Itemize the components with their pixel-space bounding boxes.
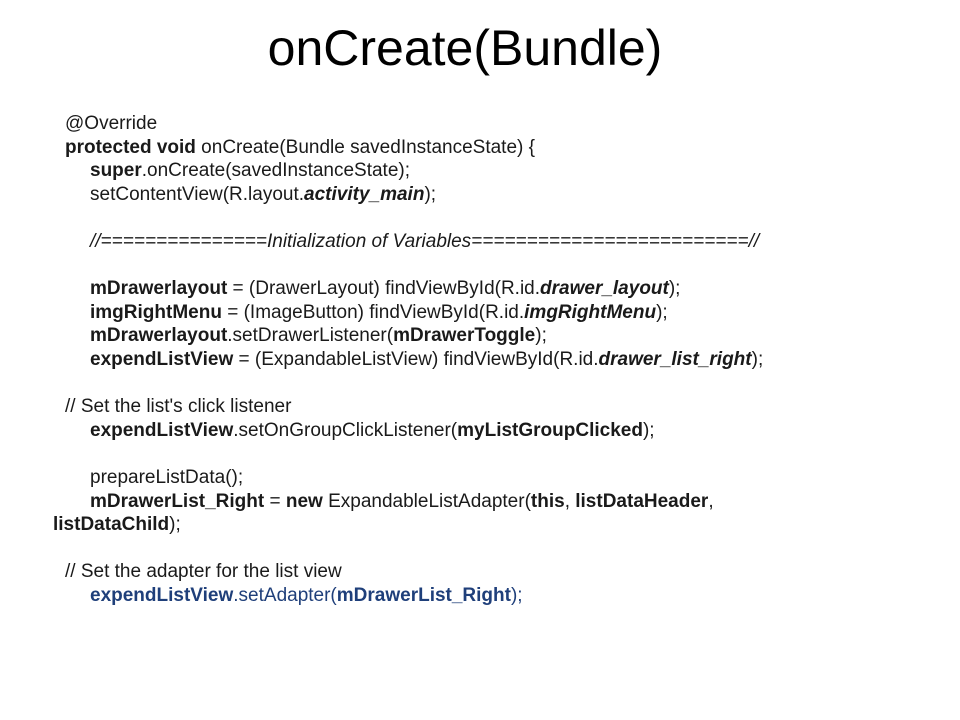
code-text: = (DrawerLayout) findViewById(R.id. xyxy=(227,278,541,300)
code-text: .setDrawerListener( xyxy=(227,325,394,347)
variable: listDataHeader xyxy=(575,490,709,512)
comment: // Set the adapter for the list view xyxy=(65,561,342,583)
variable: mDrawerList_Right xyxy=(336,584,511,606)
code-text: = xyxy=(264,490,286,512)
code-text: .setOnGroupClickListener( xyxy=(233,419,458,441)
keyword: new xyxy=(285,490,323,512)
code-text: , xyxy=(564,490,576,512)
code-line: imgRightMenu = (ImageButton) findViewByI… xyxy=(65,301,945,325)
variable: listDataChild xyxy=(53,514,170,536)
variable: expendListView xyxy=(90,348,234,370)
code-line: mDrawerList_Right = new ExpandableListAd… xyxy=(65,490,945,514)
code-text: ); xyxy=(535,325,547,347)
code-text: = (ExpandableListView) findViewById(R.id… xyxy=(233,348,599,370)
variable: imgRightMenu xyxy=(90,301,222,323)
code-text: , xyxy=(708,490,714,512)
variable: myListGroupClicked xyxy=(457,419,643,441)
variable: mDrawerToggle xyxy=(393,325,536,347)
keyword: protected void xyxy=(65,136,196,158)
variable: expendListView xyxy=(90,584,234,606)
code-text: ); xyxy=(656,301,668,323)
blank-line xyxy=(65,206,945,230)
comment: // Set the list's click listener xyxy=(65,396,292,418)
code-line: setContentView(R.layout.activity_main); xyxy=(65,183,945,207)
variable: mDrawerlayout xyxy=(90,278,228,300)
code-text: ); xyxy=(510,584,523,606)
code-text: = (ImageButton) findViewById(R.id. xyxy=(221,301,525,323)
code-text: setContentView(R.layout. xyxy=(90,183,305,205)
comment: //===============Initialization of Varia… xyxy=(90,230,760,252)
code-text: prepareListData(); xyxy=(90,466,244,488)
resource-id: activity_main xyxy=(304,183,425,205)
code-text: ); xyxy=(169,514,181,536)
code-text: ); xyxy=(424,183,437,205)
code-block: @Override protected void onCreate(Bundle… xyxy=(53,112,945,608)
variable: mDrawerlayout xyxy=(90,325,228,347)
code-line: listDataChild); xyxy=(53,513,945,537)
code-text: .onCreate(savedInstanceState); xyxy=(141,160,411,182)
code-text: ); xyxy=(751,348,764,370)
code-line: mDrawerlayout = (DrawerLayout) findViewB… xyxy=(65,277,945,301)
blank-line xyxy=(65,537,945,561)
code-line: protected void onCreate(Bundle savedInst… xyxy=(65,136,945,160)
code-text: onCreate(Bundle savedInstanceState) { xyxy=(195,136,535,158)
code-text: ); xyxy=(668,278,681,300)
code-line: expendListView.setAdapter(mDrawerList_Ri… xyxy=(65,584,945,608)
resource-id: drawer_layout xyxy=(540,278,669,300)
code-text: ExpandableListAdapter( xyxy=(322,490,531,512)
resource-id: imgRightMenu xyxy=(524,301,657,323)
code-line: //===============Initialization of Varia… xyxy=(65,230,945,254)
code-text: .setAdapter( xyxy=(233,584,337,606)
slide-title: onCreate(Bundle) xyxy=(267,20,663,76)
code-line: expendListView = (ExpandableListView) fi… xyxy=(65,348,945,372)
code-line: @Override xyxy=(65,112,945,136)
variable: mDrawerList_Right xyxy=(90,490,265,512)
code-line: super.onCreate(savedInstanceState); xyxy=(65,159,945,183)
code-line: // Set the adapter for the list view xyxy=(65,560,945,584)
code-line: // Set the list's click listener xyxy=(65,395,945,419)
code-text: ); xyxy=(642,419,655,441)
resource-id: drawer_list_right xyxy=(598,348,752,370)
keyword: this xyxy=(530,490,565,512)
blank-line xyxy=(65,372,945,396)
variable: expendListView xyxy=(90,419,234,441)
blank-line xyxy=(65,442,945,466)
code-line: expendListView.setOnGroupClickListener(m… xyxy=(65,419,945,443)
keyword: super xyxy=(90,160,142,182)
code-line: prepareListData(); xyxy=(65,466,945,490)
blank-line xyxy=(65,254,945,278)
annotation: @Override xyxy=(65,113,158,134)
code-line: mDrawerlayout.setDrawerListener(mDrawerT… xyxy=(65,324,945,348)
